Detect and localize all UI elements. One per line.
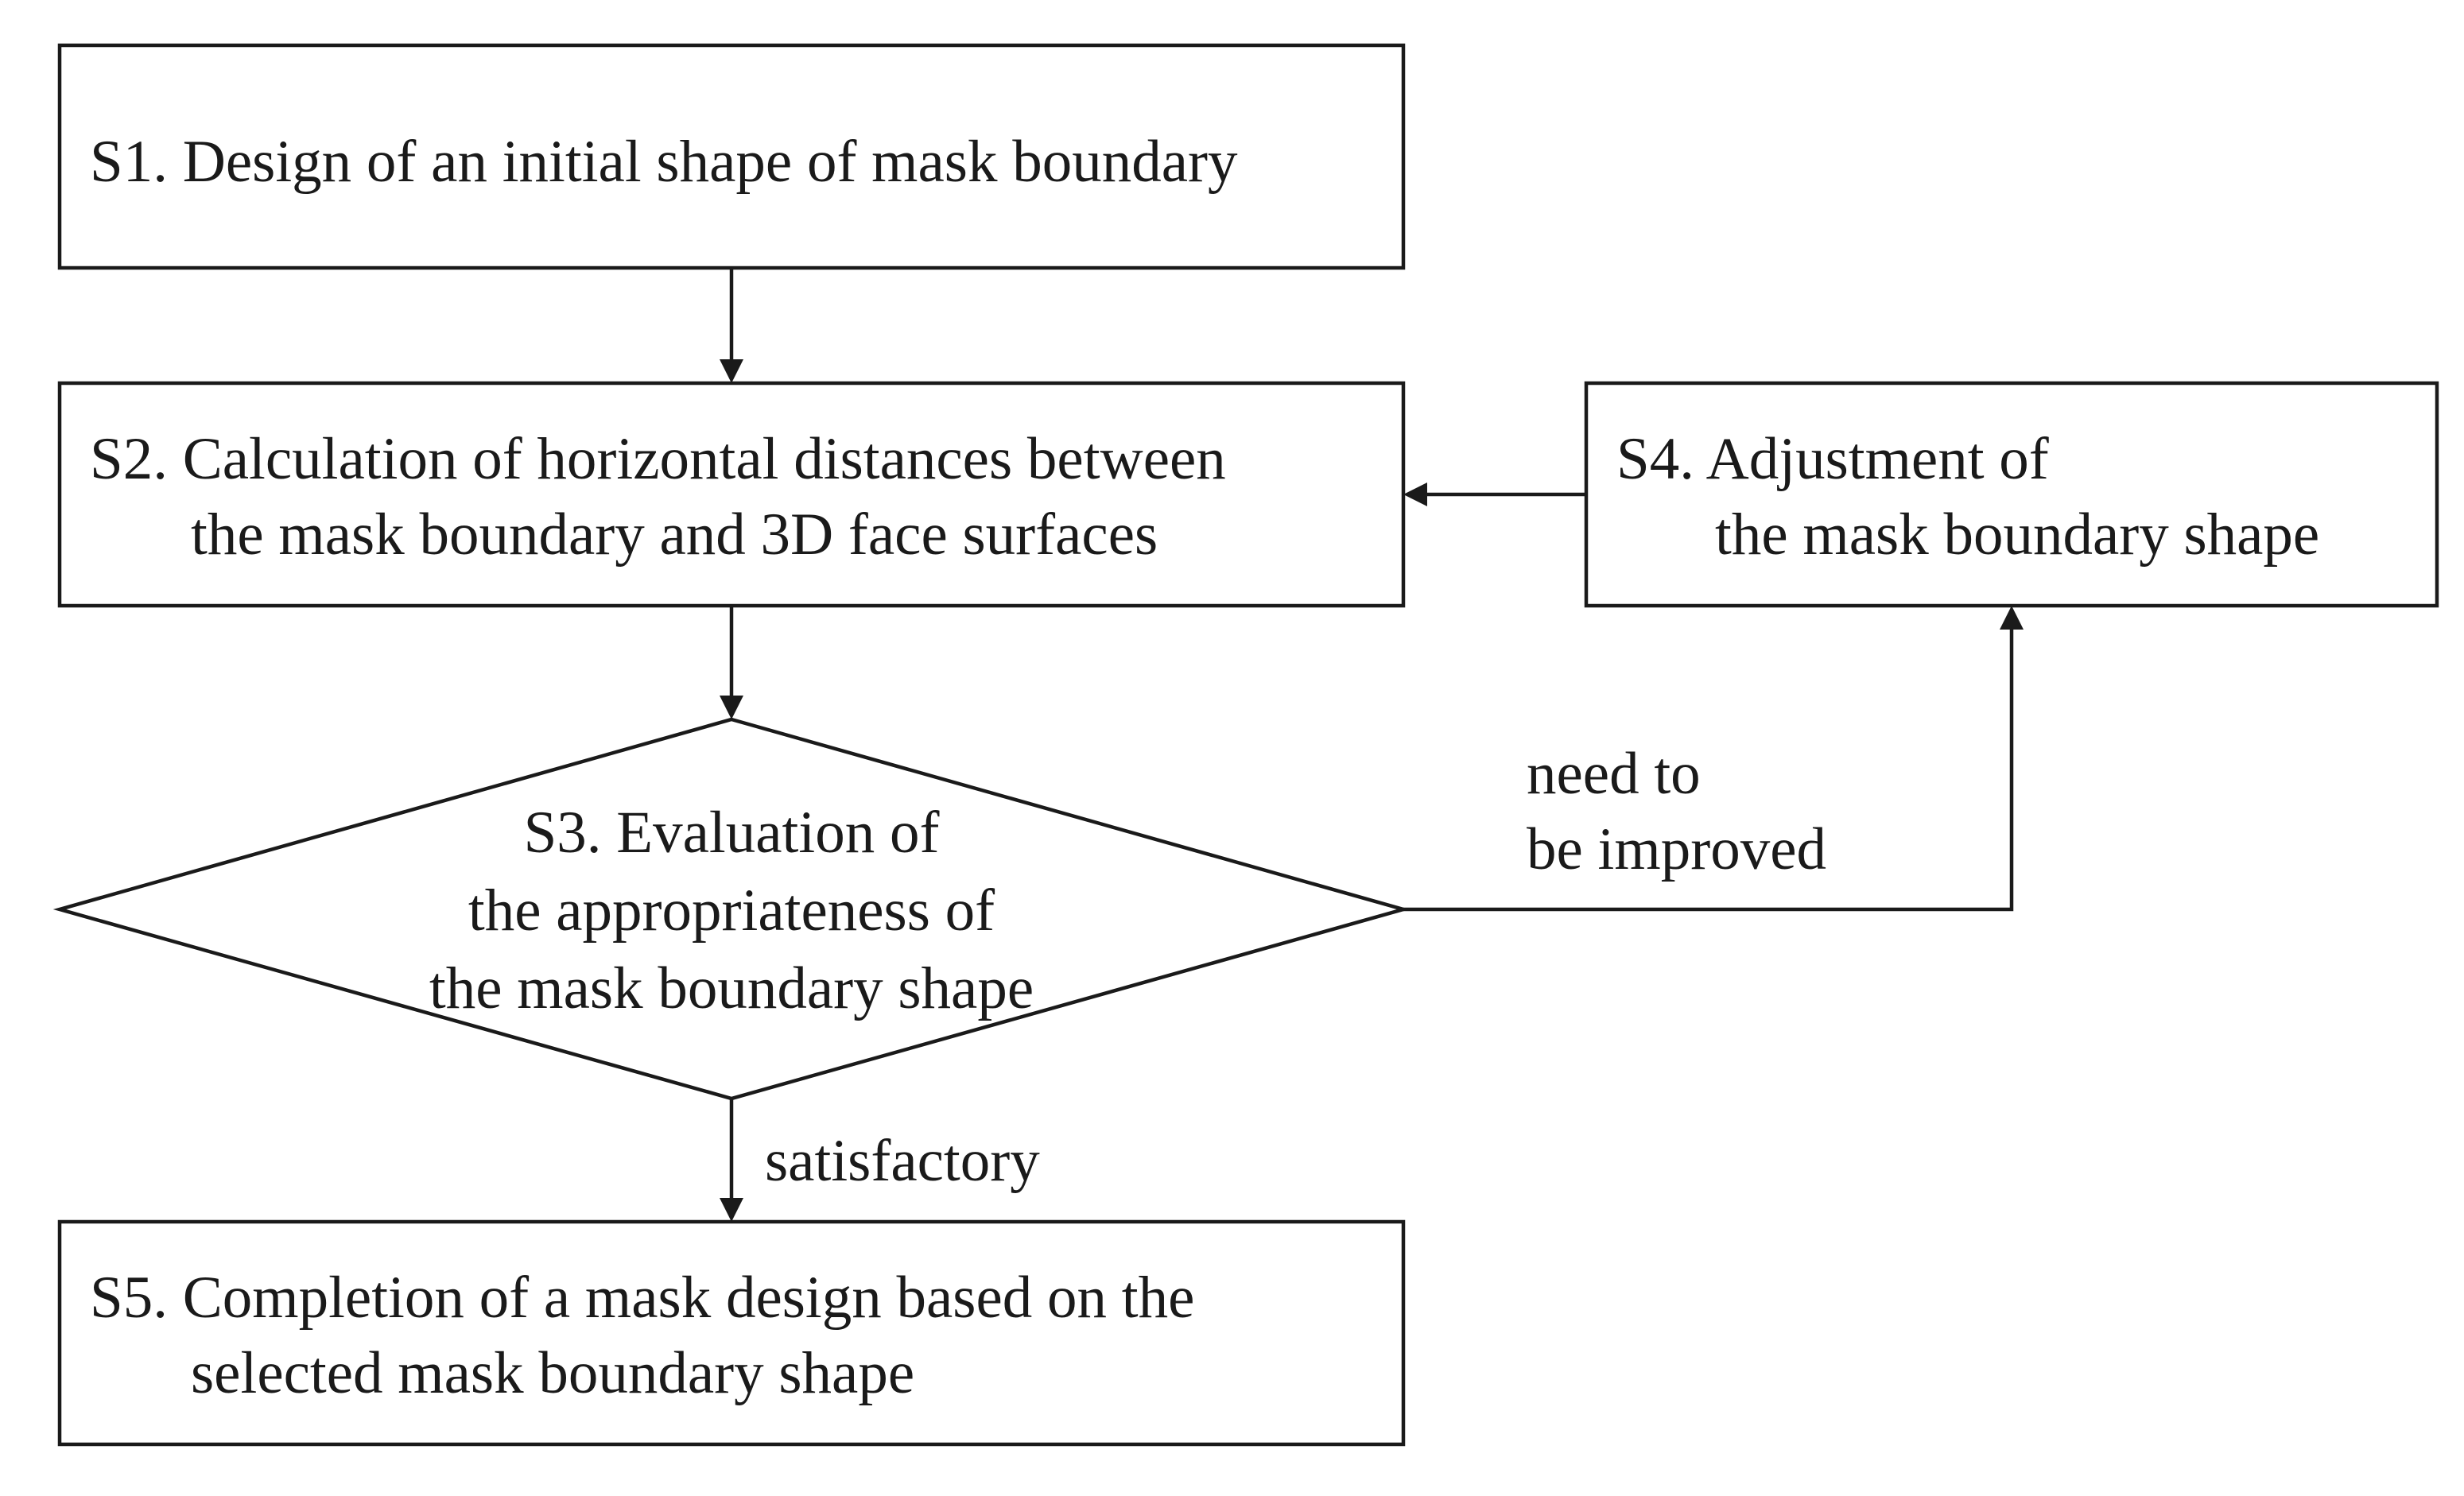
step-s1-box (57, 43, 1406, 270)
arrow-s4-to-s2 (1403, 483, 1586, 506)
arrow-s2-to-s3-head (720, 696, 743, 719)
edge-label-improve-line-1: need to (1527, 741, 1701, 807)
edge-label-satisfactory: satisfactory (765, 1128, 1040, 1194)
step-s2-box (57, 381, 1406, 608)
step-s4-box (1584, 381, 2439, 608)
step-s4-line-1: S4. Adjustment of (1616, 426, 2049, 492)
arrow-s3-to-s4-line (1403, 630, 2014, 912)
arrow-s3-to-s4: need to be improved (1403, 606, 2024, 912)
arrow-s1-to-s2-head (720, 359, 743, 383)
arrow-s1-to-s2 (720, 268, 743, 383)
step-s1: S1. Design of an initial shape of mask b… (57, 43, 1406, 270)
step-s2-line-1: S2. Calculation of horizontal distances … (90, 426, 1226, 492)
arrow-s4-to-s2-head (1403, 483, 1427, 506)
edge-label-improve-line-2: be improved (1527, 816, 1826, 882)
step-s1-line-1: S1. Design of an initial shape of mask b… (90, 129, 1238, 195)
arrow-s3-to-s5: satisfactory (720, 1099, 1040, 1222)
step-s3-line-3: the mask boundary shape (429, 955, 1034, 1021)
step-s5-box (57, 1219, 1406, 1447)
step-s2-line-2: the mask boundary and 3D face surfaces (191, 502, 1158, 568)
step-s3-line-2: the appropriateness of (468, 878, 995, 944)
step-s4: S4. Adjustment of the mask boundary shap… (1584, 381, 2439, 608)
arrow-s2-to-s3 (720, 606, 743, 719)
step-s3-line-1: S3. Evaluation of (524, 800, 940, 866)
step-s5-line-1: S5. Completion of a mask design based on… (90, 1265, 1194, 1331)
step-s5: S5. Completion of a mask design based on… (57, 1219, 1406, 1447)
step-s4-line-2: the mask boundary shape (1715, 502, 2319, 568)
arrow-s3-to-s5-head (720, 1198, 743, 1222)
step-s5-line-2: selected mask boundary shape (191, 1340, 914, 1406)
step-s3: S3. Evaluation of the appropriateness of… (52, 717, 1410, 1101)
step-s2: S2. Calculation of horizontal distances … (57, 381, 1406, 608)
arrow-s3-to-s4-head (2000, 606, 2024, 630)
